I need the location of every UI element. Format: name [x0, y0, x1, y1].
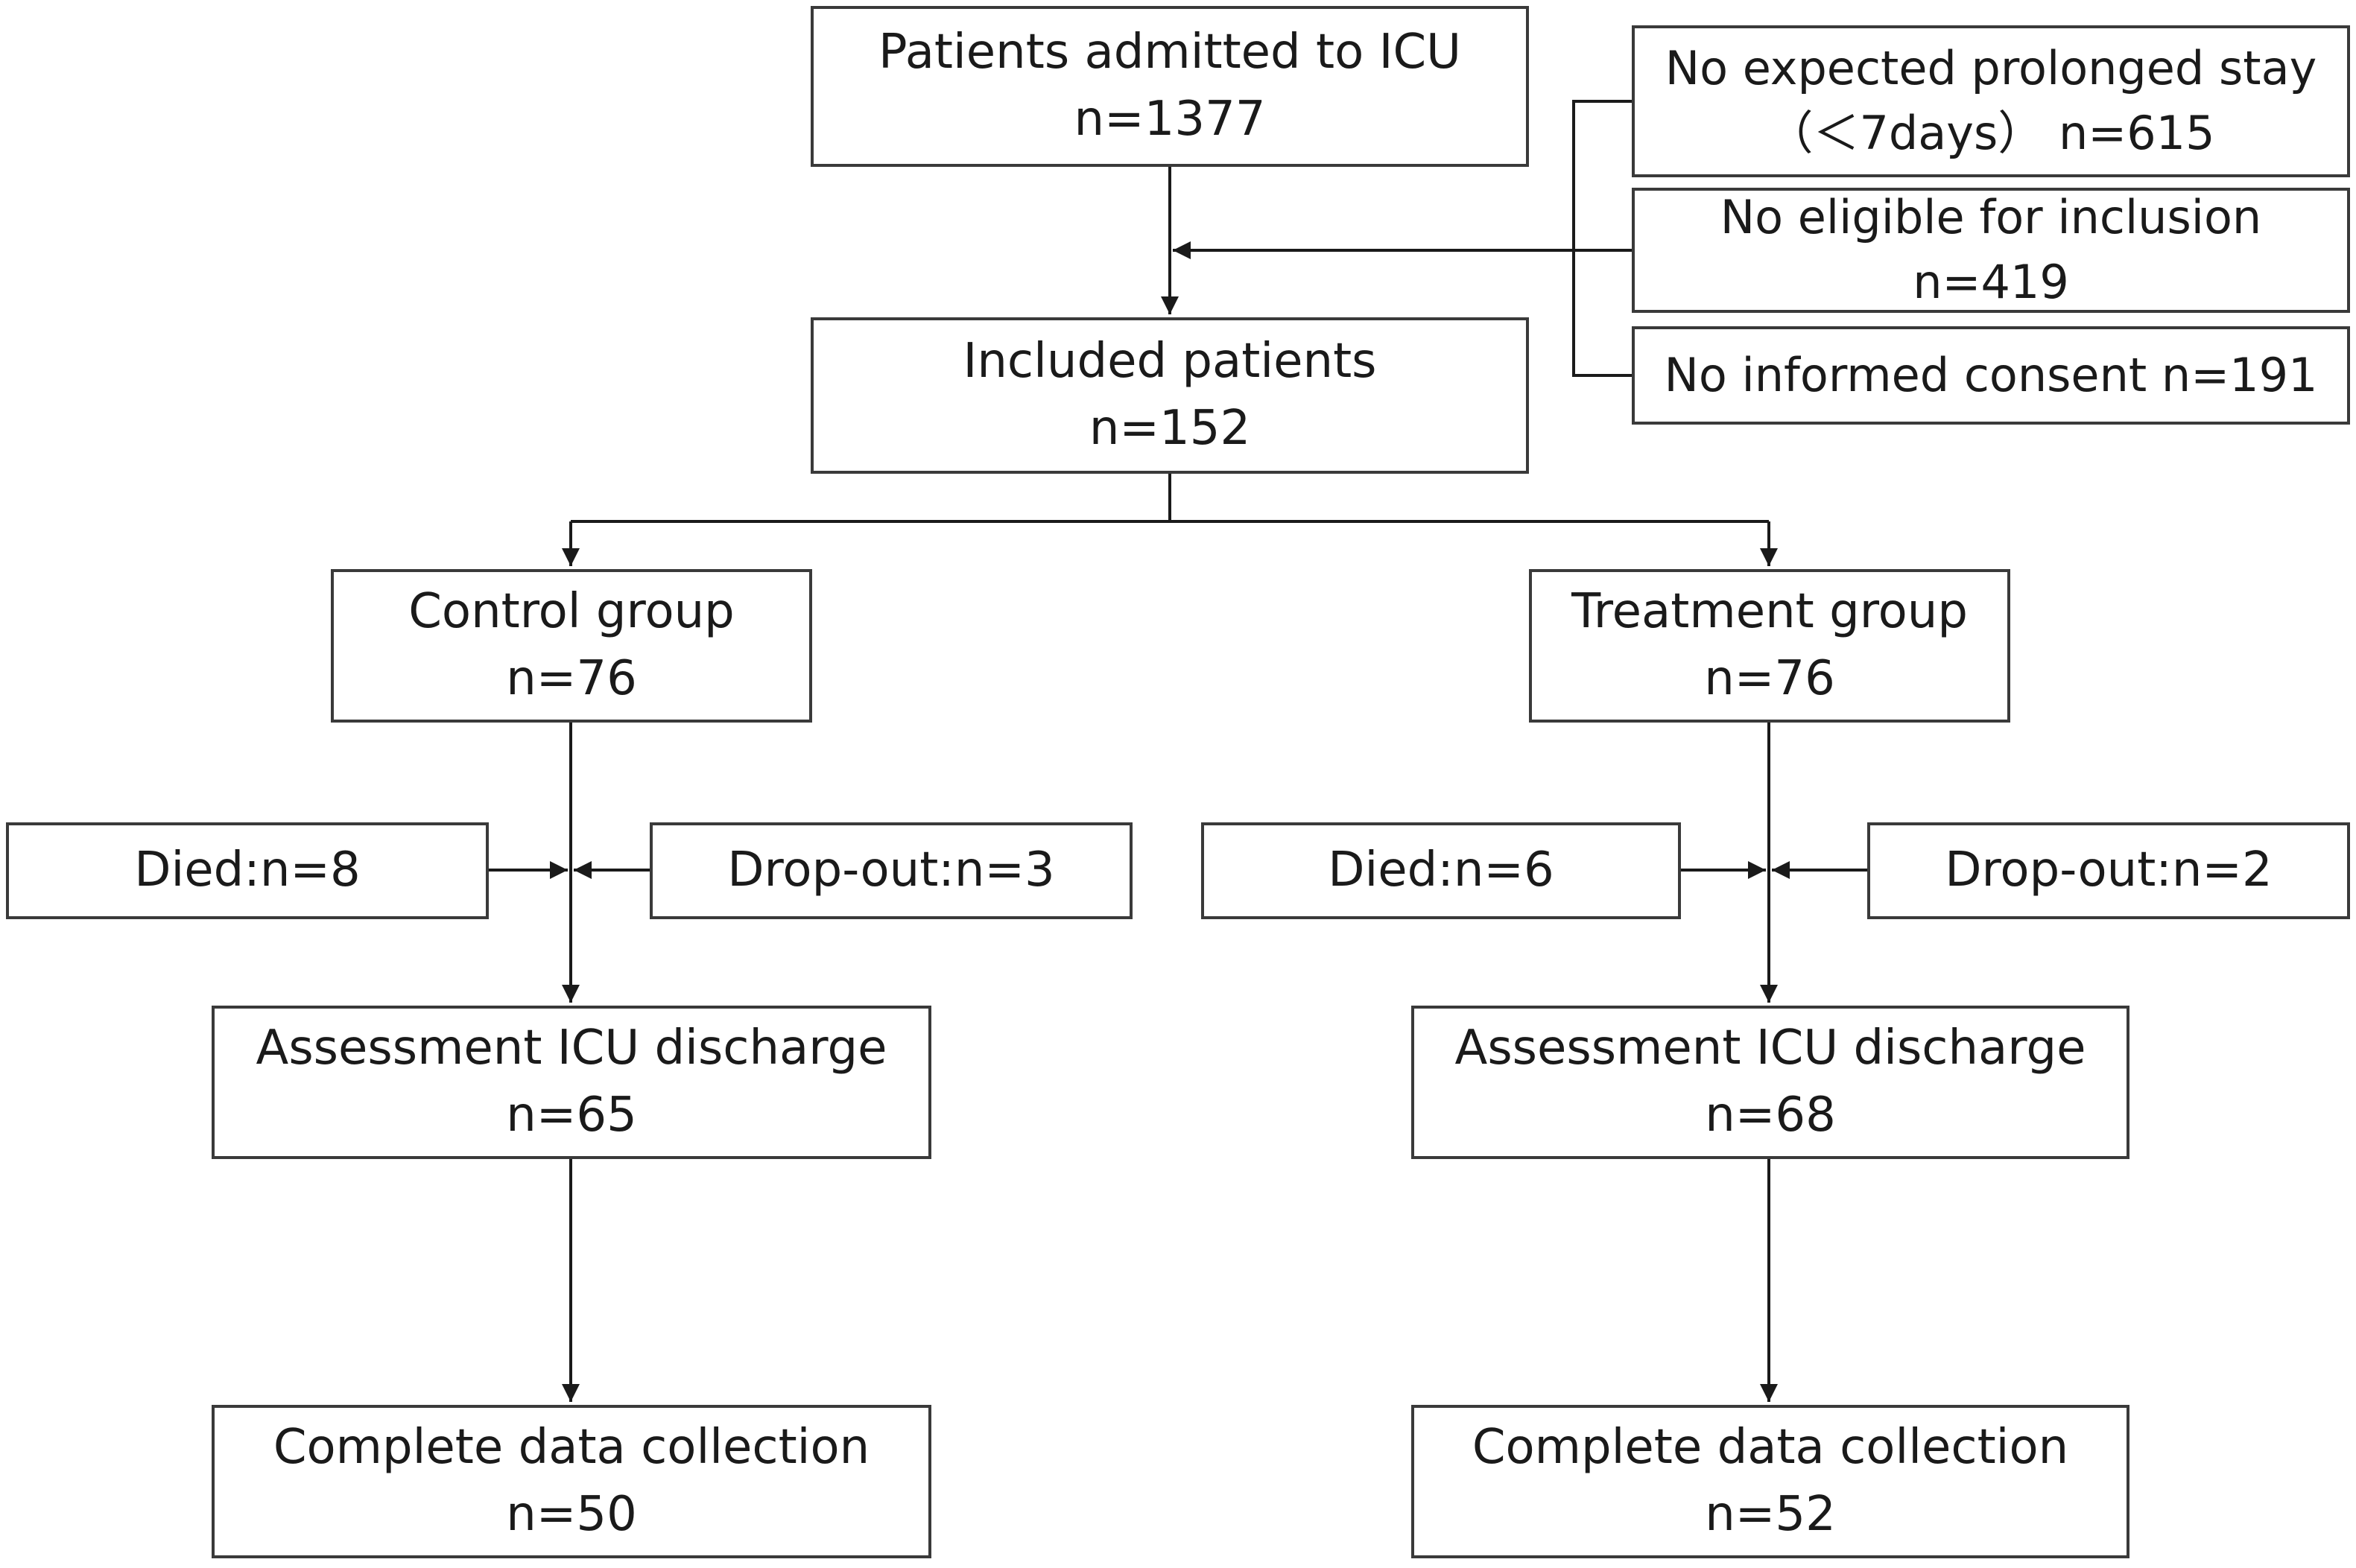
treatment-group-count: n=76 — [1704, 651, 1835, 706]
exclusion-no-consent-box: No informed consent n=191 — [1632, 326, 2350, 425]
control-group-box: Control group n=76 — [331, 569, 812, 723]
treatment-dropout-box: Drop-out:n=2 — [1867, 822, 2350, 919]
included-title: Included patients — [963, 334, 1377, 390]
control-assessment-count: n=65 — [506, 1088, 637, 1143]
exclusion-not-eligible-box: No eligible for inclusion n=419 — [1632, 188, 2350, 313]
exclusion-not-eligible-line2: n=419 — [1913, 255, 2069, 309]
treatment-complete-title: Complete data collection — [1472, 1420, 2069, 1476]
treatment-group-title: Treatment group — [1571, 584, 1968, 640]
included-count: n=152 — [1089, 401, 1251, 456]
treatment-group-box: Treatment group n=76 — [1529, 569, 2010, 723]
exclusion-not-eligible-line1: No eligible for inclusion — [1720, 190, 2262, 245]
treatment-dropout-label: Drop-out:n=2 — [1945, 842, 2273, 898]
treatment-complete-count: n=52 — [1705, 1487, 1836, 1542]
admitted-title: Patients admitted to ICU — [878, 25, 1462, 80]
control-died-box: Died:n=8 — [6, 822, 489, 919]
admitted-box: Patients admitted to ICU n=1377 — [811, 6, 1529, 167]
control-complete-box: Complete data collection n=50 — [212, 1405, 931, 1558]
included-box: Included patients n=152 — [811, 317, 1529, 474]
control-assessment-box: Assessment ICU discharge n=65 — [212, 1006, 931, 1159]
admitted-count: n=1377 — [1074, 92, 1266, 147]
control-died-label: Died:n=8 — [134, 842, 361, 898]
treatment-assessment-title: Assessment ICU discharge — [1454, 1021, 2086, 1076]
control-dropout-label: Drop-out:n=3 — [727, 842, 1055, 898]
exclusion-prolonged-stay-box: No expected prolonged stay （＜7days） n=61… — [1632, 25, 2350, 177]
control-dropout-box: Drop-out:n=3 — [650, 822, 1133, 919]
control-group-title: Control group — [408, 584, 735, 640]
exclusion-no-consent-line1: No informed consent n=191 — [1664, 347, 2318, 402]
exclusion-prolonged-stay-line1: No expected prolonged stay — [1665, 41, 2317, 96]
treatment-assessment-box: Assessment ICU discharge n=68 — [1411, 1006, 2129, 1159]
exclusion-prolonged-stay-line2: （＜7days） n=615 — [1767, 106, 2215, 160]
exclusion-bracket — [1572, 100, 1632, 377]
treatment-died-box: Died:n=6 — [1201, 822, 1681, 919]
treatment-complete-box: Complete data collection n=52 — [1411, 1405, 2129, 1558]
control-assessment-title: Assessment ICU discharge — [256, 1021, 887, 1076]
control-complete-count: n=50 — [506, 1487, 637, 1542]
control-complete-title: Complete data collection — [273, 1420, 870, 1476]
treatment-assessment-count: n=68 — [1705, 1088, 1836, 1143]
treatment-died-label: Died:n=6 — [1328, 842, 1554, 898]
control-group-count: n=76 — [506, 651, 637, 706]
